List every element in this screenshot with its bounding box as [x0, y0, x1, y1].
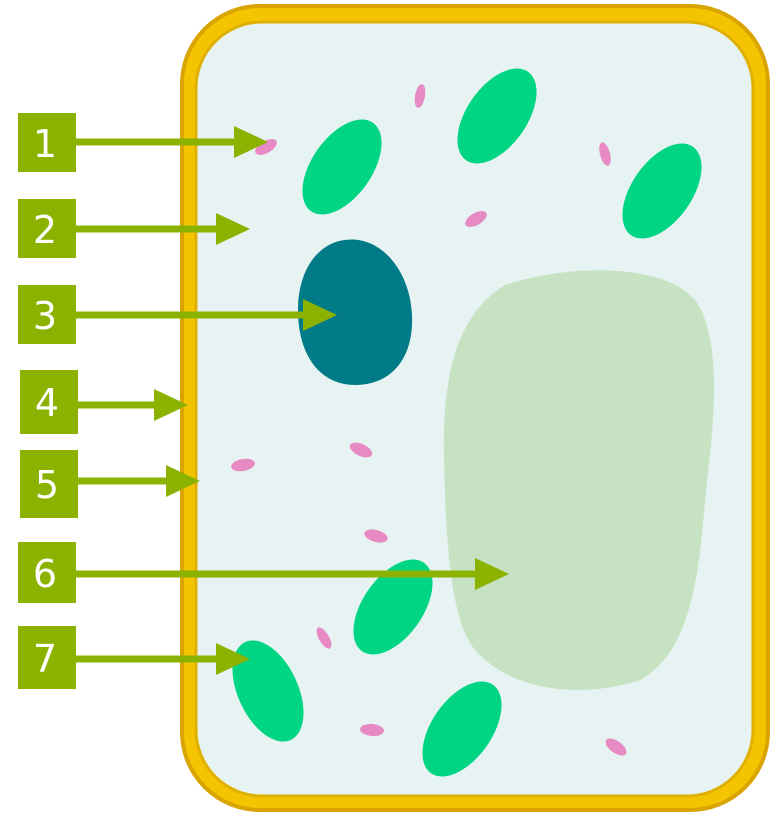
label-4: 4	[20, 370, 78, 434]
label-number: 3	[33, 294, 57, 338]
vacuole	[444, 270, 714, 690]
label-6: 6	[18, 542, 76, 603]
label-number: 4	[35, 381, 59, 425]
label-3: 3	[18, 285, 76, 344]
label-5: 5	[20, 450, 78, 518]
label-number: 6	[33, 552, 57, 596]
label-2: 2	[18, 199, 76, 258]
label-number: 7	[33, 637, 57, 681]
label-7: 7	[18, 626, 76, 689]
label-1: 1	[18, 113, 76, 172]
label-number: 1	[33, 122, 57, 166]
label-boxes: 1 2 3 4 5 6 7	[18, 113, 78, 689]
label-number: 5	[35, 463, 59, 507]
label-number: 2	[33, 208, 57, 252]
